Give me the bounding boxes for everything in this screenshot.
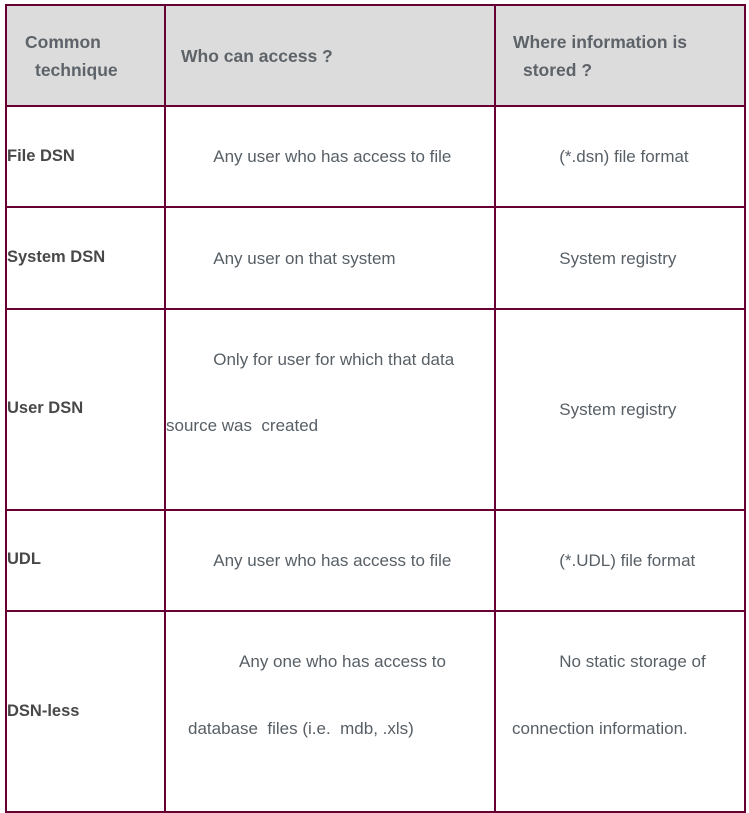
storage-cell-dsn-less: No static storage of connection informat… (494, 610, 746, 813)
header-line-1: Common (25, 31, 101, 52)
storage-line-2: connection information. (512, 718, 688, 738)
technique-label-system-dsn: System DSN (5, 206, 166, 310)
header-line-2: stored ? (523, 59, 593, 80)
technique-label-user-dsn: User DSN (5, 307, 166, 511)
table-body: File DSN Any user who has access to file… (5, 104, 746, 813)
access-line-1: Only for user for which that data (213, 349, 455, 369)
table-row: User DSN Only for user for which that da… (5, 307, 746, 511)
access-cell-file-dsn: Any user who has access to file (164, 104, 496, 209)
storage-line-1: System registry (559, 399, 677, 419)
access-line-1: Any user who has access to file (213, 147, 452, 167)
storage-cell-system-dsn: System registry (494, 206, 746, 310)
header-line-1: Where information is (513, 31, 688, 52)
storage-cell-user-dsn: System registry (494, 307, 746, 511)
comparison-table-container: Common technique Who can access ? Where … (5, 4, 746, 813)
access-line-1: Any user who has access to file (213, 550, 452, 570)
table-row: DSN-less Any one who has access to datab… (5, 610, 746, 813)
column-header-where-information-stored: Where information is stored ? (494, 4, 746, 107)
header-row: Common technique Who can access ? Where … (5, 4, 746, 107)
access-cell-dsn-less: Any one who has access to database files… (164, 610, 496, 813)
technique-label-dsn-less: DSN-less (5, 610, 166, 813)
storage-line-1: (*.UDL) file format (559, 550, 696, 570)
access-line-1: Any one who has access to (235, 652, 446, 672)
storage-cell-file-dsn: (*.dsn) file format (494, 104, 746, 209)
storage-line-1: (*.dsn) file format (559, 147, 689, 167)
technique-label-udl: UDL (5, 508, 166, 613)
column-header-who-can-access: Who can access ? (164, 4, 496, 107)
header-line-1: Who can access ? (181, 45, 333, 66)
access-line-2: database files (i.e. mdb, .xls) (188, 718, 414, 738)
access-line-2: source was created (166, 416, 319, 436)
column-header-common-technique: Common technique (5, 4, 166, 107)
technique-label-file-dsn: File DSN (5, 104, 166, 209)
header-line-2: technique (35, 59, 118, 80)
table-row: UDL Any user who has access to file (*.U… (5, 508, 746, 613)
access-cell-user-dsn: Only for user for which that data source… (164, 307, 496, 511)
common-technique-comparison-table: Common technique Who can access ? Where … (5, 4, 746, 813)
storage-line-1: System registry (559, 248, 677, 268)
access-cell-udl: Any user who has access to file (164, 508, 496, 613)
access-cell-system-dsn: Any user on that system (164, 206, 496, 310)
storage-cell-udl: (*.UDL) file format (494, 508, 746, 613)
storage-line-1: No static storage of (559, 652, 706, 672)
table-header: Common technique Who can access ? Where … (5, 4, 746, 107)
table-row: System DSN Any user on that system Syste… (5, 206, 746, 310)
access-line-1: Any user on that system (213, 248, 396, 268)
table-row: File DSN Any user who has access to file… (5, 104, 746, 209)
